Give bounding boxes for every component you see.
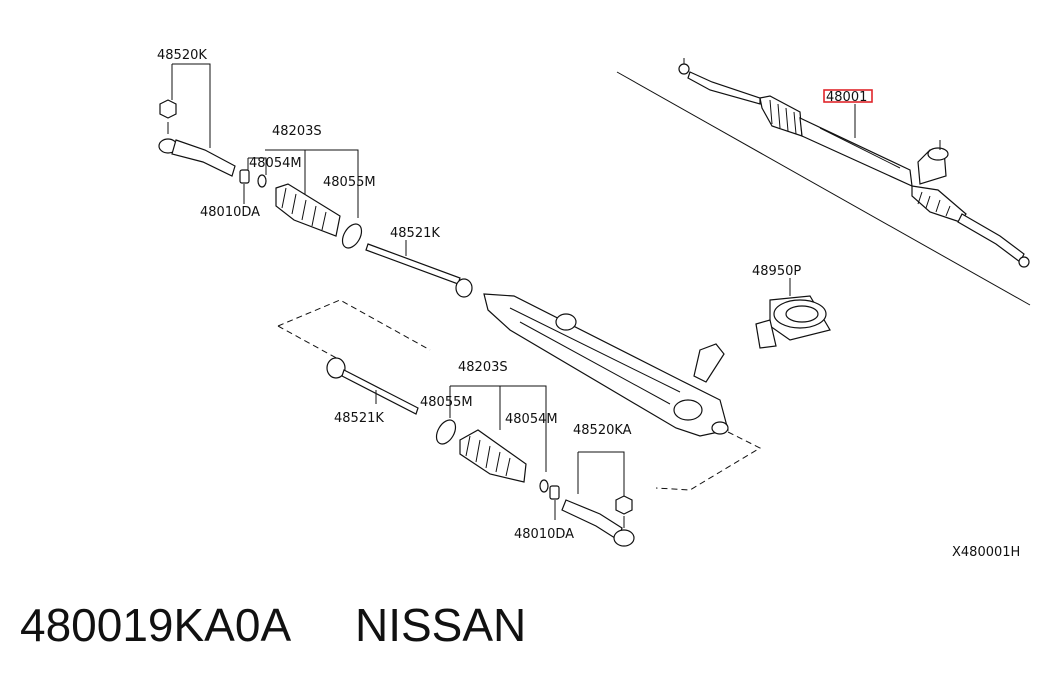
label-48521k-upper: 48521K — [390, 226, 440, 241]
label-48054m-upper: 48054M — [249, 156, 302, 171]
label-48950p: 48950P — [752, 264, 801, 279]
label-48521k-lower: 48521K — [334, 411, 384, 426]
lower-boot — [435, 385, 560, 520]
label-48054m-lower: 48054M — [505, 412, 558, 427]
label-48010da-lower: 48010DA — [514, 527, 574, 542]
lower-tie-rod-end — [561, 451, 635, 547]
upper-inner-tie-rod — [365, 240, 473, 298]
label-48203s-upper: 48203S — [272, 124, 322, 139]
parts-diagram: 48520K 48203S 48054M 48055M 48010DA 4852… — [157, 48, 1031, 560]
label-48010da-upper: 48010DA — [200, 205, 260, 220]
main-rack-housing — [483, 293, 729, 437]
label-48203s-lower: 48203S — [458, 360, 508, 375]
label-48520k: 48520K — [157, 48, 207, 63]
grommet — [755, 278, 831, 349]
lower-inner-tie-rod — [326, 357, 419, 415]
assembly-outline — [277, 299, 762, 491]
upper-boot — [265, 149, 363, 249]
rack-inset — [616, 58, 1031, 306]
drawing-code: X480001H — [952, 545, 1020, 560]
label-48001: 48001 — [826, 90, 867, 105]
upper-tie-rod-end — [158, 63, 236, 177]
label-48055m-lower: 48055M — [420, 395, 473, 410]
upper-small-parts — [239, 157, 267, 204]
part-number: 480019KA0A — [20, 599, 292, 651]
label-48055m-upper: 48055M — [323, 175, 376, 190]
brand-name: NISSAN — [355, 599, 527, 651]
label-48520ka: 48520KA — [573, 423, 632, 438]
